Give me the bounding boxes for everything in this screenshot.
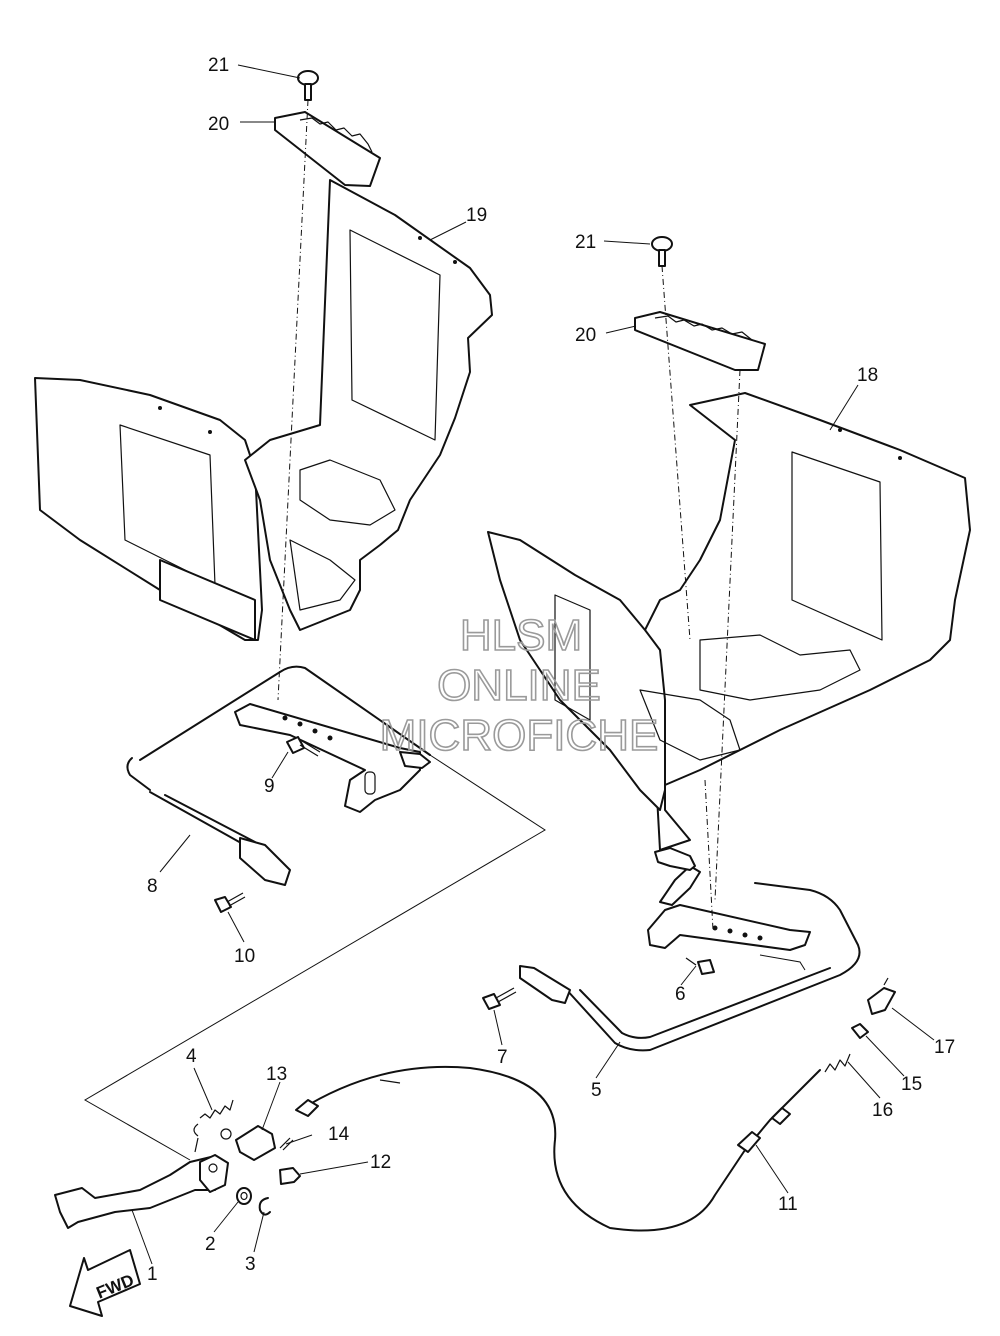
part-label-3: 3 (245, 1254, 256, 1275)
part-label-20-right: 20 (575, 325, 596, 346)
assembly-lines (84, 99, 741, 1161)
right-footpeg-20 (634, 311, 766, 371)
watermark-line-2: ONLINE (437, 661, 601, 710)
brake-cable-11 (295, 1065, 821, 1232)
part-label-8: 8 (147, 876, 158, 897)
part-label-10: 10 (234, 946, 255, 967)
watermark: HLSM ONLINE MICROFICHE (379, 610, 659, 761)
clip-3 (258, 1197, 271, 1216)
part-label-1: 1 (147, 1264, 158, 1285)
spring-4 (193, 1099, 234, 1137)
left-bolt-21 (297, 70, 319, 101)
part-label-14: 14 (328, 1124, 350, 1145)
part-label-6: 6 (675, 984, 686, 1005)
left-footrest-board (34, 179, 493, 641)
part-label-5: 5 (591, 1080, 602, 1101)
brake-pedal (54, 1137, 229, 1229)
part-label-13: 13 (266, 1064, 287, 1085)
bolt-9 (286, 736, 321, 757)
washer-2 (236, 1187, 252, 1205)
right-bolt-21 (651, 236, 673, 267)
part-label-4: 4 (186, 1046, 197, 1067)
bolt-6 (685, 957, 715, 975)
part-labels: 21 20 19 21 20 18 9 8 10 6 7 5 17 15 16 … (147, 55, 955, 1285)
sleeve-15 (851, 1023, 869, 1039)
watermark-line-1: HLSM (460, 611, 582, 660)
part-label-21-left: 21 (208, 55, 229, 76)
left-bracket-frame (126, 665, 431, 886)
bolt-7 (482, 987, 517, 1010)
left-footpeg-20 (274, 111, 381, 187)
part-label-7: 7 (497, 1047, 508, 1068)
bolt-10 (214, 892, 246, 913)
part-label-21-right: 21 (575, 232, 596, 253)
fwd-arrow-icon: FWD (69, 1249, 141, 1317)
clevis-13 (220, 1125, 276, 1161)
part-label-2: 2 (205, 1234, 216, 1255)
part-label-18: 18 (857, 365, 878, 386)
part-label-19: 19 (466, 205, 487, 226)
part-label-15: 15 (901, 1074, 922, 1095)
right-bracket-frame (519, 847, 861, 1052)
part-label-12: 12 (370, 1152, 391, 1173)
part-label-20-left: 20 (208, 114, 229, 135)
watermark-line-3: MICROFICHE (380, 711, 659, 760)
spring-16 (824, 1053, 851, 1073)
leader-lines (131, 64, 935, 1265)
pin-12 (279, 1167, 301, 1185)
part-label-11: 11 (778, 1194, 798, 1215)
clamp-17 (867, 977, 896, 1015)
part-label-17: 17 (934, 1037, 955, 1058)
part-label-9: 9 (264, 776, 275, 797)
part-label-16: 16 (872, 1100, 893, 1121)
